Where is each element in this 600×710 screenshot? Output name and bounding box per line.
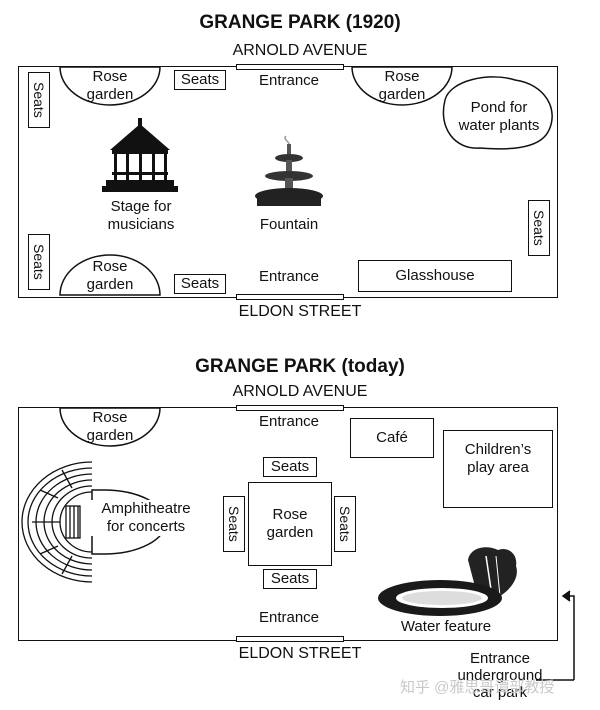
map1-south-entrance-gate — [236, 294, 344, 300]
map1-stage-icon — [102, 118, 178, 192]
map1-pond-line2: water plants — [458, 117, 540, 134]
map2-car-park-arrow — [536, 590, 575, 681]
map2-north-entrance-gate — [236, 405, 344, 411]
map1-pond-line1: Pond for — [470, 99, 528, 116]
map1-seats-left-top: Seats — [28, 72, 50, 128]
map1-stage-line1: Stage for — [110, 198, 172, 215]
map2-rose-garden-center-line1: Rose — [272, 506, 308, 523]
map1-rose-garden-bl-line1: Rose — [92, 258, 128, 275]
map1-rose-garden-bl-shape — [59, 254, 161, 296]
map1-north-entrance-label: Entrance — [258, 72, 320, 89]
map1-stage: Stage for musicians — [86, 198, 196, 234]
map2-play-area-line2: play area — [467, 459, 529, 476]
map2-play-area-line1: Children’s — [464, 441, 532, 458]
map1-rose-garden-tl-line1: Rose — [92, 68, 128, 85]
map2-title: GRANGE PARK (today) — [195, 356, 405, 377]
map2-car-park-entrance-line3: car park — [472, 684, 528, 701]
map2-seats-top: Seats — [263, 457, 317, 477]
map2-water-feature: Water feature — [400, 618, 492, 635]
map2-rose-garden-center: Rose garden — [248, 482, 332, 566]
map2-south-entrance-gate — [236, 636, 344, 642]
map1-fountain: Fountain — [259, 216, 319, 233]
map2-rose-garden-top-shape — [59, 407, 161, 447]
map2-seats-bottom: Seats — [263, 569, 317, 589]
map2-seats-left: Seats — [223, 496, 245, 552]
map1-seats-right: Seats — [528, 200, 550, 256]
map1-rose-garden-tr: Rose garden — [352, 68, 452, 104]
map2-north-entrance-label: Entrance — [258, 413, 320, 430]
map2-south-entrance-label: Entrance — [258, 609, 320, 626]
map1-title: GRANGE PARK (1920) — [199, 12, 401, 33]
map2-amphitheatre: Amphitheatre for concerts — [90, 500, 202, 536]
map1-pond-shape — [442, 76, 553, 150]
map1-north-street: ARNOLD AVENUE — [232, 42, 368, 59]
map1-seats-top: Seats — [174, 70, 226, 90]
map2-cafe: Café — [350, 418, 434, 458]
map2-car-park-entrance-line1: Entrance — [469, 650, 531, 667]
map2-amphitheatre-line2: for concerts — [106, 518, 186, 535]
map2-rose-garden-center-line2: garden — [266, 524, 314, 541]
map1-seats-bottom: Seats — [174, 274, 226, 294]
watermark: 知乎 @雅思哥谭部教授 — [400, 679, 555, 696]
map2-car-park-entrance-line2: underground — [457, 667, 543, 684]
map2-amphitheatre-icon — [21, 461, 93, 583]
map2-rose-garden-top: Rose garden — [60, 409, 160, 445]
map1-rose-garden-bl-line2: garden — [86, 276, 134, 293]
map1-fountain-icon — [255, 135, 323, 206]
map1-glasshouse: Glasshouse — [358, 260, 512, 292]
map1-south-entrance-label: Entrance — [258, 268, 320, 285]
map1-rose-garden-bl: Rose garden — [60, 258, 160, 294]
map1-seats-left-bottom: Seats — [28, 234, 50, 290]
map1-pond: Pond for water plants — [444, 99, 554, 135]
map1-rose-garden-tr-shape — [351, 66, 453, 106]
map1-rose-garden-tr-line2: garden — [378, 86, 426, 103]
map2-car-park-entrance: Entrance underground car park — [454, 650, 546, 701]
map1-south-street: ELDON STREET — [238, 303, 362, 320]
map1-stage-line2: musicians — [107, 216, 175, 233]
map2-north-street: ARNOLD AVENUE — [232, 383, 368, 400]
map2-rose-garden-top-line1: Rose — [92, 409, 128, 426]
map1-rose-garden-tr-line1: Rose — [384, 68, 420, 85]
map1-rose-garden-tl-line2: garden — [86, 86, 134, 103]
map2-seats-right: Seats — [334, 496, 356, 552]
map1-north-entrance-gate — [236, 64, 344, 70]
map1-rose-garden-tl-shape — [59, 66, 161, 106]
map1-rose-garden-tl: Rose garden — [60, 68, 160, 104]
map2-play-area: Children’s play area — [443, 430, 553, 508]
map2-south-street: ELDON STREET — [238, 645, 362, 662]
map2-rose-garden-top-line2: garden — [86, 427, 134, 444]
map2-water-feature-icon — [378, 547, 517, 616]
map2-amphitheatre-line1: Amphitheatre — [101, 500, 191, 517]
